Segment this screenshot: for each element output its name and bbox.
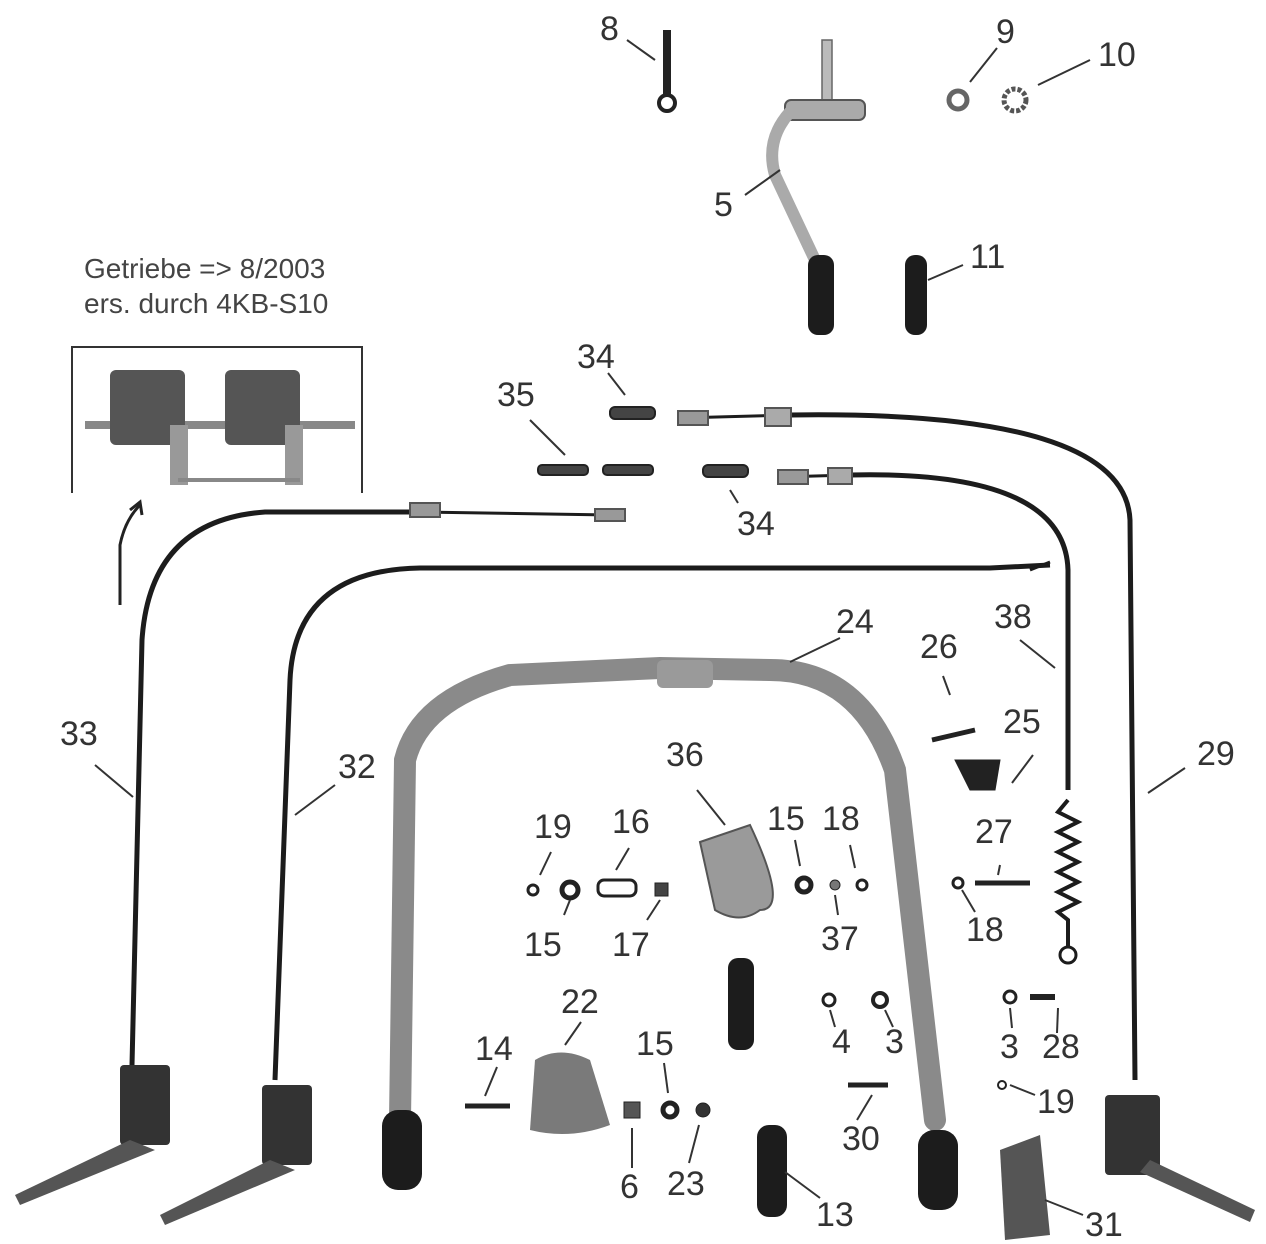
lockwasher-10 xyxy=(1001,86,1029,114)
part-label-27: 27 xyxy=(975,813,1013,851)
leader-lines xyxy=(94,39,1186,1216)
part-label-34-bottom: 34 xyxy=(737,505,775,543)
part-label-15-bottom: 15 xyxy=(636,1025,674,1063)
part-label-3-center: 3 xyxy=(885,1023,904,1061)
part-label-28: 28 xyxy=(1042,1028,1080,1066)
part-label-34-top: 34 xyxy=(577,338,615,376)
hand-levers xyxy=(15,1065,1255,1225)
part-label-8: 8 xyxy=(600,10,619,48)
part-label-9: 9 xyxy=(996,13,1015,51)
handlebar-sleeve xyxy=(657,660,713,688)
part-label-24: 24 xyxy=(836,603,874,641)
cable-29 xyxy=(677,407,1138,1081)
grip-right xyxy=(918,1130,958,1210)
part-label-14: 14 xyxy=(475,1030,513,1068)
note-line-1: Getriebe => 8/2003 xyxy=(84,253,326,284)
part-label-30: 30 xyxy=(842,1120,880,1158)
part-label-10: 10 xyxy=(1098,36,1136,74)
part-label-6: 6 xyxy=(620,1168,639,1206)
springs xyxy=(537,406,749,478)
part-label-38: 38 xyxy=(994,598,1032,636)
part-label-15-left: 15 xyxy=(524,926,562,964)
handlebar-frame xyxy=(389,656,946,1131)
note-line-2: ers. durch 4KB-S10 xyxy=(84,288,329,319)
part-label-15-right: 15 xyxy=(767,800,805,838)
part-label-18-center: 18 xyxy=(822,800,860,838)
part-label-17: 17 xyxy=(612,926,650,964)
part-label-5: 5 xyxy=(714,186,733,224)
part-label-37: 37 xyxy=(821,920,859,958)
part-label-16: 16 xyxy=(612,803,650,841)
part-label-13: 13 xyxy=(816,1196,854,1234)
washer-9 xyxy=(946,88,970,112)
part-label-25: 25 xyxy=(1003,703,1041,741)
cover-22 xyxy=(530,1052,610,1134)
part-label-31: 31 xyxy=(1085,1206,1123,1244)
part-label-18-right: 18 xyxy=(966,911,1004,949)
tread-31 xyxy=(1000,1135,1050,1240)
part-label-19-left: 19 xyxy=(534,808,572,846)
part-label-22: 22 xyxy=(561,983,599,1021)
part-label-36: 36 xyxy=(666,736,704,774)
part-label-11: 11 xyxy=(970,238,1006,276)
part-label-32: 32 xyxy=(338,748,376,786)
grip-11 xyxy=(905,255,927,335)
lever-5 xyxy=(766,39,866,335)
part-label-23: 23 xyxy=(667,1165,705,1203)
part-label-35: 35 xyxy=(497,376,535,414)
part-label-29: 29 xyxy=(1197,735,1235,773)
cable-33 xyxy=(129,502,626,1066)
part-label-33: 33 xyxy=(60,715,98,753)
part-label-26: 26 xyxy=(920,628,958,666)
grip-left xyxy=(382,1110,422,1190)
cable-32 xyxy=(272,560,1051,1081)
cable-38 xyxy=(777,467,1083,965)
gearbox-inset xyxy=(71,346,363,605)
grip-36 xyxy=(728,958,754,1050)
pin-8 xyxy=(657,30,677,113)
part-label-3-right: 3 xyxy=(1000,1028,1019,1066)
part-label-4: 4 xyxy=(832,1023,851,1061)
plate-36 xyxy=(698,823,774,919)
hardware xyxy=(465,727,1055,1120)
grip-13 xyxy=(757,1125,787,1217)
part-label-19-right: 19 xyxy=(1037,1083,1075,1121)
